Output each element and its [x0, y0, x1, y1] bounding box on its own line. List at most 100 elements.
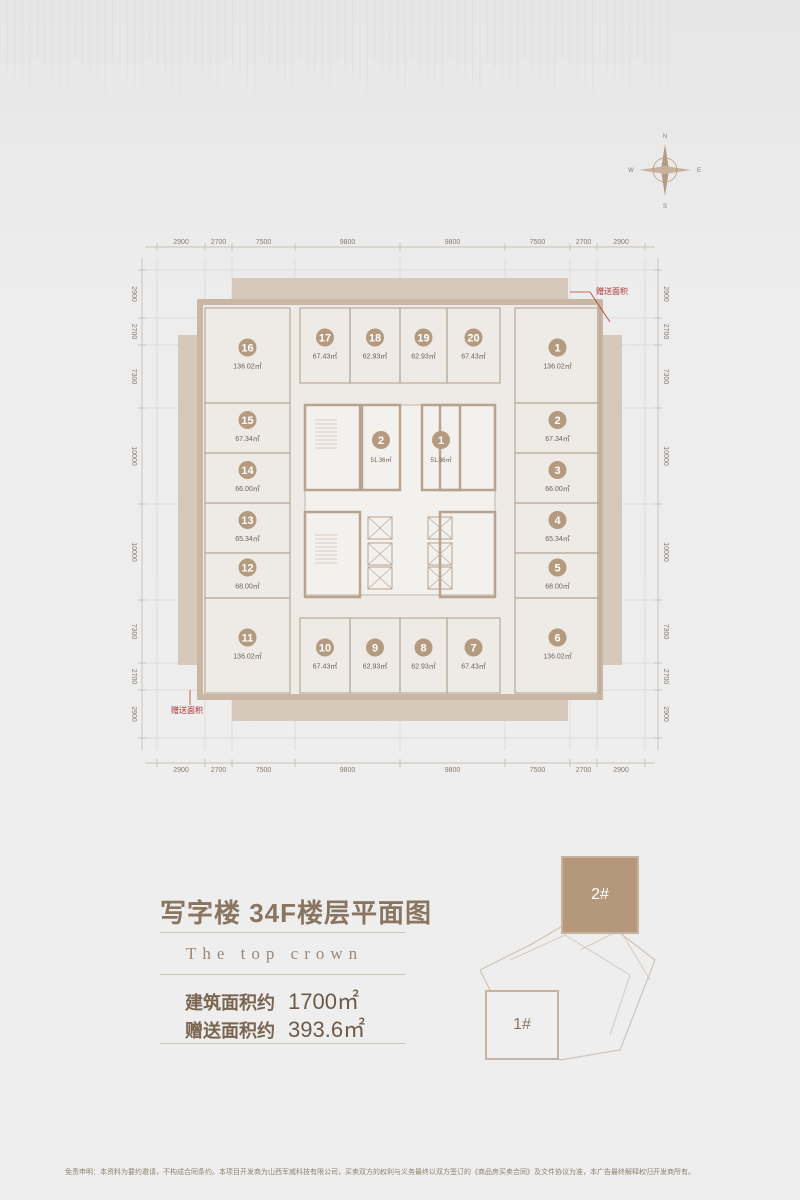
bottom-dim-label: 2900 — [613, 767, 629, 774]
bottom-dim-label: 9800 — [340, 767, 356, 774]
right-dim-label: 10000 — [662, 446, 669, 466]
unit-number: 8 — [420, 643, 426, 655]
bonus-label-bottom: 赠送面积 — [171, 705, 203, 715]
unit-area: 67.43㎡ — [461, 663, 486, 671]
compass-e: E — [697, 168, 701, 174]
unit-badge — [238, 338, 257, 357]
unit-area: 136.02㎡ — [233, 363, 261, 371]
unit-area: 67.34㎡ — [545, 435, 570, 443]
unit-area: 66.00㎡ — [545, 485, 570, 493]
bottom-dim-label: 7500 — [256, 767, 272, 774]
unit-number: 20 — [467, 333, 479, 345]
unit-number: 9 — [372, 643, 378, 655]
unit-area: 62.93㎡ — [411, 663, 436, 671]
unit-area: 67.43㎡ — [313, 353, 338, 361]
unit-number: 13 — [241, 515, 253, 527]
core-unit-2 — [360, 403, 402, 492]
divider — [160, 974, 405, 975]
bonus-balcony-right — [600, 335, 622, 665]
unit-number: 19 — [417, 333, 429, 345]
bonus-balcony-top — [232, 278, 568, 302]
unit-area: 67.43㎡ — [461, 353, 486, 361]
compass-ring — [652, 157, 678, 183]
unit-badge — [238, 411, 257, 429]
unit-area: 62.93㎡ — [363, 353, 388, 361]
unit-badge — [464, 638, 483, 657]
unit-number: 3 — [554, 465, 560, 477]
core-room — [438, 510, 497, 599]
bonus-leader — [589, 291, 611, 323]
unit-area: 67.34㎡ — [235, 435, 260, 443]
bottom-dim-label: 7500 — [530, 767, 546, 774]
unit-area: 51.36㎡ — [430, 456, 451, 464]
top-dim-label: 9800 — [340, 239, 356, 246]
unit-badge — [432, 431, 450, 449]
unit-6 — [514, 597, 601, 694]
compass-icon — [639, 166, 691, 174]
left-dim-label: 10000 — [130, 542, 137, 562]
elevator — [367, 566, 393, 590]
elevator-mark — [367, 566, 393, 590]
bonus-area-label: 赠送面积约 — [185, 1021, 275, 1041]
bottom-dim-label: 2900 — [173, 767, 189, 774]
page-subtitle: The top crown — [186, 944, 364, 963]
building-2-tag: 2# — [563, 858, 637, 932]
divider — [160, 932, 405, 933]
elevator-mark — [367, 542, 393, 566]
elevator-mark — [427, 566, 453, 590]
compass-w: W — [628, 168, 634, 174]
right-dim-label: 2700 — [662, 669, 669, 685]
building-area-label: 建筑面积约 — [185, 993, 275, 1013]
unit-badge — [548, 628, 567, 647]
bonus-area: 赠送面积约 393.6㎡ — [185, 1012, 365, 1044]
unit-number: 6 — [554, 633, 560, 645]
elevator-mark — [427, 542, 453, 566]
unit-area: 65.34㎡ — [545, 535, 570, 543]
bonus-area-value: 393.6㎡ — [288, 1017, 366, 1042]
building-1-tag: 1# — [485, 990, 559, 1060]
right-dim-label: 7300 — [662, 624, 669, 640]
unit-number: 18 — [369, 333, 381, 345]
unit-badge — [548, 558, 567, 577]
unit-area: 68.00㎡ — [545, 583, 570, 591]
top-dim-label: 2900 — [613, 239, 629, 246]
elevator — [427, 542, 453, 566]
divider — [160, 1043, 405, 1044]
unit-number: 2 — [554, 415, 560, 427]
right-dim-label: 2900 — [662, 706, 669, 722]
building-area: 建筑面积约 1700㎡ — [185, 984, 359, 1016]
elevator — [427, 566, 453, 590]
bonus-balcony-bottom — [232, 697, 568, 721]
compass-s: S — [663, 204, 667, 210]
right-dim-label: 2900 — [662, 286, 669, 302]
bottom-dim-label: 2700 — [576, 767, 592, 774]
unit-badge — [414, 638, 433, 657]
core-unit-1 — [420, 403, 462, 492]
elevator — [367, 516, 393, 540]
left-dim-label: 2700 — [130, 669, 137, 685]
top-dim-label: 2700 — [211, 239, 227, 246]
unit-badge — [316, 638, 334, 657]
unit-number: 16 — [241, 343, 253, 355]
unit-number: 1 — [554, 343, 560, 355]
unit-badge — [238, 461, 257, 479]
elevator-mark — [427, 516, 453, 540]
unit-area: 136.02㎡ — [543, 363, 571, 371]
unit-10 — [299, 617, 351, 694]
left-dim-label: 10000 — [130, 446, 137, 466]
left-dim-label: 2700 — [130, 324, 137, 340]
unit-area: 66.00㎡ — [235, 485, 260, 493]
bonus-label-top: 赠送面积 — [596, 286, 628, 296]
top-dim-label: 2700 — [576, 239, 592, 246]
floor-plan: 2900 2700 7500 9800 9800 7500 2700 2900 2900 2700… — [0, 0, 701, 774]
top-dim-label: 7500 — [530, 239, 546, 246]
core-room — [303, 510, 362, 599]
unit-number: 15 — [241, 415, 253, 427]
unit-area: 65.34㎡ — [235, 535, 260, 543]
unit-number: 10 — [319, 643, 331, 655]
unit-badge — [238, 628, 257, 647]
unit-area: 68.00㎡ — [235, 583, 260, 591]
bonus-balcony-left — [178, 335, 200, 665]
top-dim-label: 2900 — [173, 239, 189, 246]
unit-number: 17 — [319, 333, 331, 345]
